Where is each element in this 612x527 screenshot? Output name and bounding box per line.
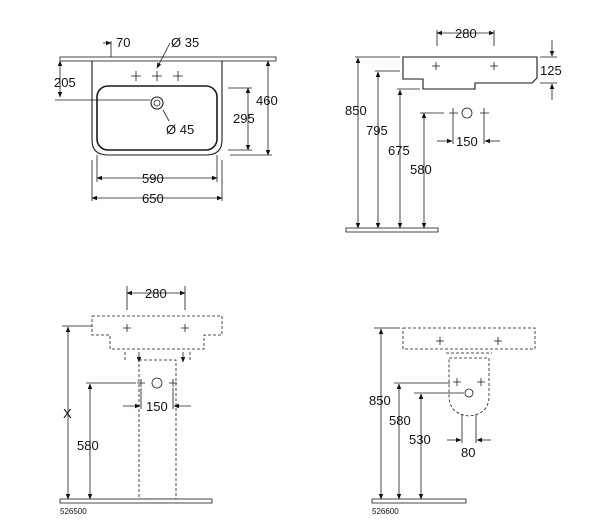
- wall-strip: [59, 56, 277, 62]
- dim-d35: Ø 35: [171, 35, 199, 50]
- dim-650: 650: [142, 191, 164, 206]
- dim-125: 125: [540, 63, 562, 78]
- product-code-ped: 526500: [60, 507, 87, 516]
- side-view-wall-hung: 280 125 850 795 675 580 150: [345, 26, 562, 233]
- basin-bowl: [96, 85, 218, 151]
- pedestal-column: [138, 359, 177, 500]
- basin-side: [402, 56, 538, 90]
- dim-280-top: 280: [455, 26, 477, 41]
- plan-view: 205 70 Ø 35 Ø 45 295 460 590 650: [54, 35, 278, 206]
- dim-530: 530: [409, 432, 431, 447]
- supply-symbols: [449, 107, 489, 119]
- basin-dashed: [91, 315, 223, 350]
- semi-pedestal: [448, 357, 490, 417]
- product-code-semi: 526600: [372, 507, 399, 516]
- basin-outline: [91, 61, 223, 156]
- semi-pedestal-view: 80 850 580 530 526600: [369, 327, 536, 516]
- dim-70: 70: [116, 35, 130, 50]
- dim-150-top: 150: [456, 134, 478, 149]
- dim-280-ped: 280: [145, 286, 167, 301]
- dim-150-ped: 150: [146, 399, 168, 414]
- dim-80: 80: [461, 445, 475, 460]
- dim-850-bottom: 850: [369, 393, 391, 408]
- dim-580-ped: 580: [77, 438, 99, 453]
- basin-dashed-2: [402, 327, 536, 350]
- dim-580-bottom: 580: [389, 413, 411, 428]
- dim-675: 675: [388, 143, 410, 158]
- dim-795: 795: [366, 123, 388, 138]
- dim-295: 295: [233, 111, 255, 126]
- dim-590: 590: [142, 171, 164, 186]
- drain-icon: [150, 96, 164, 110]
- dim-205: 205: [54, 75, 76, 90]
- dim-580-top: 580: [410, 162, 432, 177]
- dim-850-top: 850: [345, 103, 367, 118]
- dim-d45: Ø 45: [166, 122, 194, 137]
- dim-x: X: [63, 406, 72, 421]
- dim-460: 460: [256, 93, 278, 108]
- floor-strip: [345, 227, 439, 233]
- tap-holes: [131, 71, 183, 81]
- pedestal-view: 280 150 X 580 526500: [59, 286, 223, 516]
